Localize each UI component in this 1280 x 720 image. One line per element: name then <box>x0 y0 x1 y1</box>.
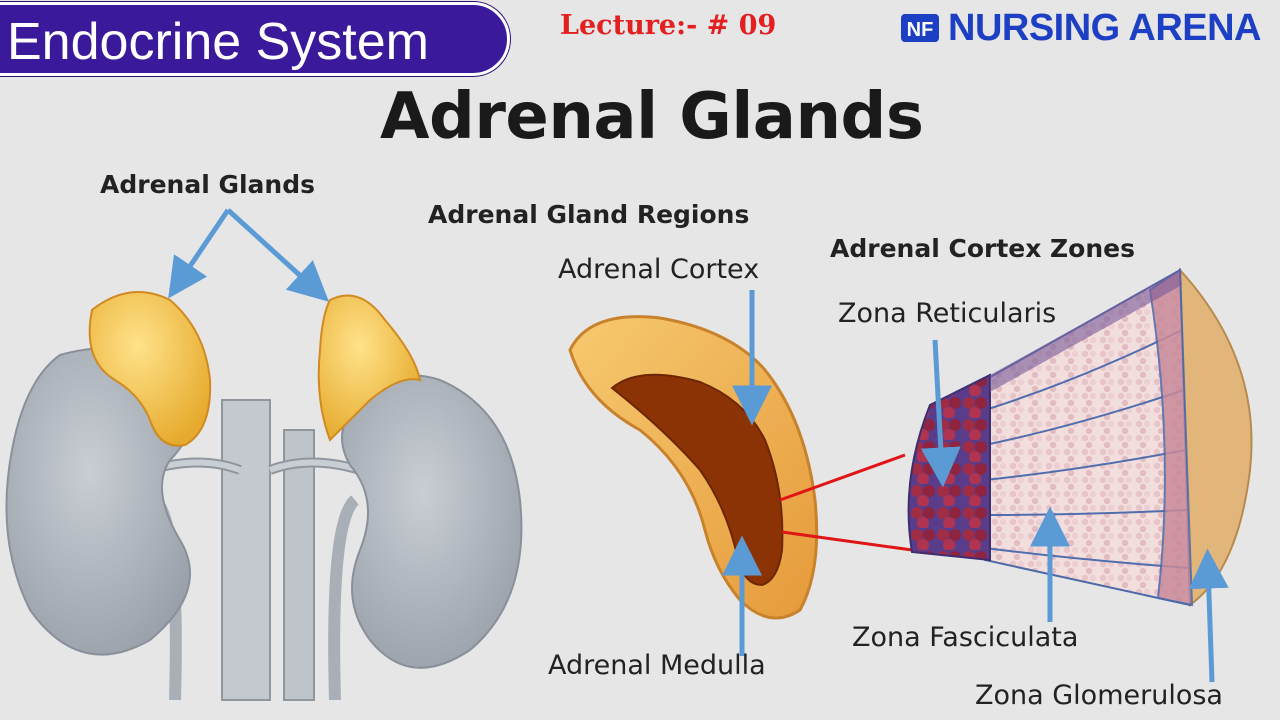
series-title: Endocrine System <box>7 13 429 71</box>
reticularis-label: Zona Reticularis <box>838 298 1057 329</box>
brand-logo: NF <box>901 14 939 42</box>
right-adrenal <box>317 294 422 442</box>
regions-heading: Adrenal Gland Regions <box>428 200 750 229</box>
connector-lines <box>779 453 913 552</box>
medulla-shape <box>610 373 784 587</box>
series-badge: Endocrine System <box>0 2 510 76</box>
right-kidney <box>341 374 523 669</box>
kidneys-label: Adrenal Glands <box>100 170 316 199</box>
region-arrows <box>722 290 772 656</box>
aorta <box>221 399 271 701</box>
brand: NF NURSING ARENA <box>900 6 1262 50</box>
brand-name: NURSING ARENA <box>948 6 1262 49</box>
cortex-shape <box>568 315 819 620</box>
gland-cross-section <box>568 315 819 620</box>
cortex-label: Adrenal Cortex <box>558 254 760 285</box>
left-adrenal <box>88 291 212 447</box>
brand-logo-text: NF <box>907 19 934 41</box>
zona-glomerulosa-region <box>1148 268 1194 607</box>
page-title: Adrenal Glands <box>380 80 924 154</box>
vena-cava <box>283 429 315 701</box>
fasciculata-label: Zona Fasciculata <box>852 622 1079 653</box>
lecture-number: Lecture:- # 09 <box>560 10 777 41</box>
medulla-label: Adrenal Medulla <box>548 650 766 681</box>
zone-arrows <box>920 339 1229 683</box>
zona-reticularis-region <box>907 373 991 562</box>
kidneys-illustration <box>5 291 523 701</box>
kidney-pointer-arrows <box>168 208 329 302</box>
zones-heading: Adrenal Cortex Zones <box>830 234 1135 263</box>
glomerulosa-label: Zona Glomerulosa <box>975 680 1223 711</box>
